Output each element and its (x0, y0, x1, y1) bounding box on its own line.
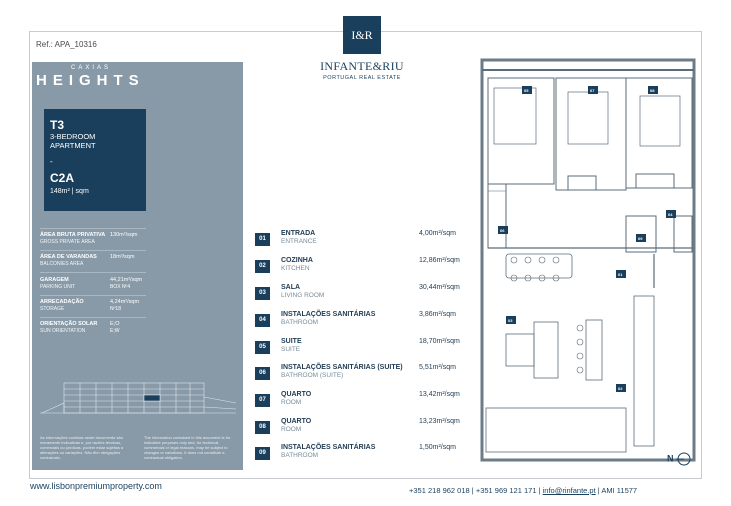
typology-box: T3 3-BEDROOM APARTMENT - C2A 148m² | sqm (44, 109, 146, 211)
divider (40, 228, 146, 229)
room-name: ENTRADA (281, 230, 316, 237)
spec-value: E;O (110, 321, 120, 327)
reference-code: Ref.: APA_10316 (36, 40, 97, 49)
room-number: 05 (255, 341, 270, 354)
logo-name: INFANTE&RIU (320, 59, 404, 73)
room-number: 07 (255, 394, 270, 407)
room-name: INSTALAÇÕES SANITÁRIAS (SUITE) (281, 364, 403, 371)
plan-label: 04 (668, 212, 673, 217)
separator-dash: - (50, 157, 53, 166)
phone-1[interactable]: +351 218 962 018 (409, 486, 470, 495)
room-name: INSTALAÇÕES SANITÁRIAS (281, 444, 376, 451)
room-area: 30,44m²/sqm (419, 284, 460, 291)
room-number: 01 (255, 233, 270, 246)
room-name-en: ENTRANCE (281, 238, 317, 245)
room-number: 03 (255, 287, 270, 300)
room-area: 1,50m²/sqm (419, 444, 456, 451)
room-name-en: BATHROOM (281, 452, 319, 459)
divider (40, 250, 146, 251)
unit-code: C2A (50, 171, 75, 185)
room-name: SUITE (281, 338, 302, 345)
room-area: 18,70m²/sqm (419, 338, 460, 345)
spec-value: 130m²/sqm (110, 232, 138, 238)
spec-orientation: ORIENTAÇÃO SOLAR SUN ORIENTATION E;O E;W (40, 321, 145, 334)
divider (40, 295, 146, 296)
compass: N (667, 452, 692, 466)
plan-label: 02 (618, 386, 623, 391)
room-name: QUARTO (281, 418, 312, 425)
plan-label: 06 (500, 228, 505, 233)
room-name-en: SUITE (281, 346, 301, 353)
building-illustration (40, 382, 236, 414)
room-name-en: ROOM (281, 426, 302, 433)
disclaimer-en: The information contained in this docume… (144, 435, 231, 460)
room-name: SALA (281, 284, 301, 291)
spec-label-en: GROSS PRIVATE AREA (40, 238, 95, 245)
contact-line: +351 218 962 018 | +351 969 121 171 | in… (409, 486, 638, 495)
phone-2[interactable]: +351 969 121 171 (475, 486, 537, 495)
logo-monogram: I&R (343, 16, 381, 54)
spec-label-en: STORAGE (40, 305, 65, 312)
plan-label: 09 (638, 236, 643, 241)
brand-top: CAXIAS (70, 65, 111, 71)
spec-value: 18m²/sqm (110, 254, 135, 260)
room-name-en: LIVING ROOM (281, 292, 325, 299)
spec-balconies: ÁREA DE VARANDAS BALCONIES AREA 18m²/sqm (40, 254, 145, 267)
divider (40, 317, 146, 318)
spec-label: ÁREA DE VARANDAS (40, 254, 97, 260)
room-number: 09 (255, 447, 270, 460)
ami-license: AMI 11577 (601, 486, 638, 495)
plan-label: 03 (508, 318, 513, 323)
room-area: 3,86m²/sqm (419, 311, 456, 318)
spec-label-en: PARKING UNIT (40, 283, 76, 290)
spec-value: 4,24m²/sqm (110, 299, 140, 305)
room-area: 13,23m²/sqm (419, 418, 460, 425)
floor-plan: 05 07 08 04 06 09 01 03 02 (480, 58, 696, 462)
spec-label: ÁREA BRUTA PRIVATIVA (40, 232, 106, 238)
spec-value-en: Nº18 (110, 305, 121, 312)
spec-label: GARAGEM (40, 277, 69, 283)
logo-tagline: PORTUGAL REAL ESTATE (323, 75, 401, 81)
email-link[interactable]: info@rinfante.pt (542, 486, 596, 495)
info-panel: CAXIAS HEIGHTS T3 3-BEDROOM APARTMENT - … (32, 62, 243, 470)
typology: T3 (50, 118, 65, 132)
room-number: 06 (255, 367, 270, 380)
divider (40, 272, 146, 273)
room-name: INSTALAÇÕES SANITÁRIAS (281, 311, 376, 318)
room-area: 13,42m²/sqm (419, 391, 460, 398)
plan-label: 07 (590, 88, 595, 93)
brand-main: HEIGHTS (36, 72, 145, 89)
room-name: COZINHA (281, 257, 313, 264)
compass-icon (676, 452, 691, 466)
disclaimer-pt: As informações contidas neste documento … (40, 435, 124, 460)
plan-label: 01 (618, 272, 623, 277)
room-number: 04 (255, 314, 270, 327)
website-link[interactable]: www.lisbonpremiumproperty.com (30, 481, 162, 491)
spec-storage: ARRECADAÇÃO STORAGE 4,24m²/sqm Nº18 (40, 299, 145, 312)
typology-desc: 3-BEDROOM APARTMENT (50, 132, 96, 150)
spec-value-en: BOX Nº4 (110, 283, 131, 290)
plan-label: 05 (524, 88, 529, 93)
room-name-en: BATHROOM (SUITE) (281, 372, 344, 379)
room-number: 08 (255, 421, 270, 434)
room-area: 4,00m²/sqm (419, 230, 456, 237)
unit-area: 148m² | sqm (50, 188, 89, 195)
room-name-en: KITCHEN (281, 265, 310, 272)
room-number: 02 (255, 260, 270, 273)
spec-label-en: BALCONIES AREA (40, 260, 84, 267)
spec-parking: GARAGEM PARKING UNIT 44,21m²/sqm BOX Nº4 (40, 277, 145, 290)
room-area: 5,51m²/sqm (419, 364, 456, 371)
room-name: QUARTO (281, 391, 312, 398)
compass-label: N (667, 453, 674, 464)
spec-gross-area: ÁREA BRUTA PRIVATIVA GROSS PRIVATE AREA … (40, 232, 145, 245)
spec-label: ORIENTAÇÃO SOLAR (40, 321, 98, 327)
spec-label: ARRECADAÇÃO (40, 299, 84, 305)
plan-label: 08 (650, 88, 655, 93)
spec-value-en: E;W (110, 327, 120, 334)
spec-label-en: SUN ORIENTATION (40, 327, 86, 334)
spec-value: 44,21m²/sqm (110, 277, 143, 283)
room-area: 12,86m²/sqm (419, 257, 460, 264)
room-name-en: BATHROOM (281, 319, 319, 326)
room-name-en: ROOM (281, 399, 302, 406)
